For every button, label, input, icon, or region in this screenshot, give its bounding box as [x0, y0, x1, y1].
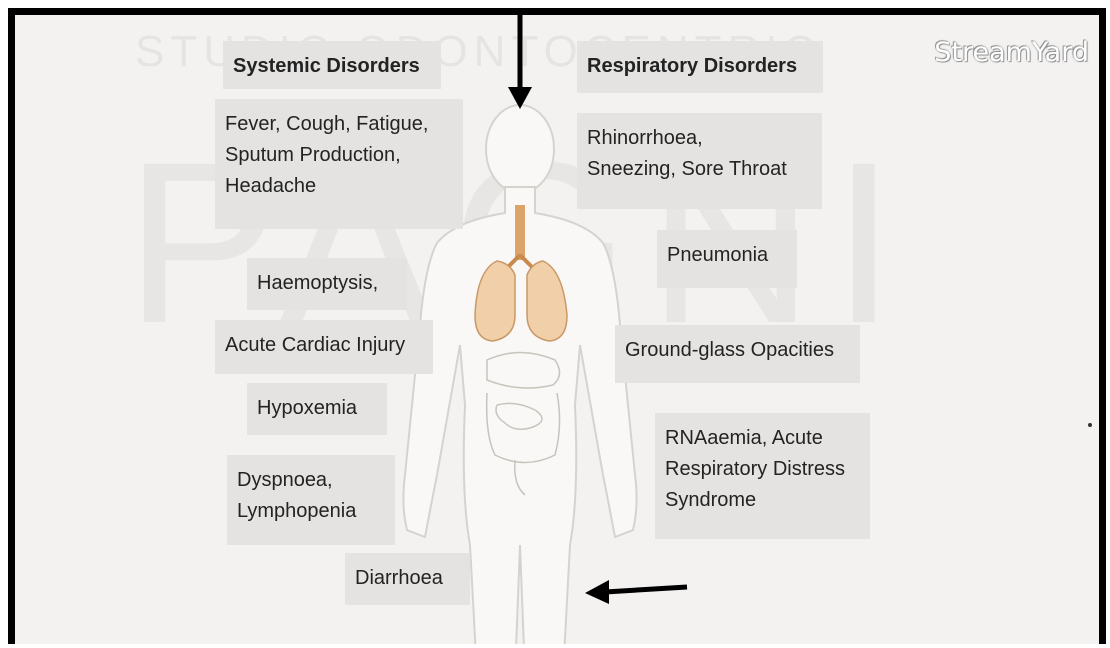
streamyard-logo: StreamYard	[934, 37, 1089, 68]
left-item-line: Headache	[225, 171, 453, 202]
speck-dot	[1088, 423, 1092, 427]
right-item-line: Sneezing, Sore Throat	[587, 154, 812, 185]
right-item-rnaaemia: RNAaemia, Acute Respiratory Distress Syn…	[655, 413, 870, 539]
left-item-hypoxemia: Hypoxemia	[247, 383, 387, 435]
left-item-symptoms: Fever, Cough, Fatigue, Sputum Production…	[215, 99, 463, 229]
down-arrow-icon	[505, 15, 535, 115]
left-item-line: Hypoxemia	[257, 393, 377, 424]
slide-frame: STUDIO ODONTOCENTRIC PAGNI St	[8, 8, 1106, 644]
left-item-line: Fever, Cough, Fatigue,	[225, 109, 453, 140]
respiratory-disorders-heading: Respiratory Disorders	[577, 41, 823, 93]
systemic-disorders-heading: Systemic Disorders	[223, 41, 441, 89]
left-item-diarrhoea: Diarrhoea	[345, 553, 470, 605]
right-item-line: Respiratory Distress	[665, 454, 860, 485]
right-item-ground-glass: Ground-glass Opacities	[615, 325, 860, 383]
right-item-line: Syndrome	[665, 485, 860, 516]
left-item-line: Sputum Production,	[225, 140, 453, 171]
right-item-pneumonia: Pneumonia	[657, 230, 797, 288]
right-item-rhinorrhoea: Rhinorrhoea, Sneezing, Sore Throat	[577, 113, 822, 209]
right-item-line: RNAaemia, Acute	[665, 423, 860, 454]
left-item-line: Dyspnoea,	[237, 465, 385, 496]
left-item-dyspnoea: Dyspnoea, Lymphopenia	[227, 455, 395, 545]
left-item-cardiac-injury: Acute Cardiac Injury	[215, 320, 433, 374]
left-item-line: Acute Cardiac Injury	[225, 330, 423, 361]
left-item-line: Diarrhoea	[355, 563, 460, 594]
right-item-line: Ground-glass Opacities	[625, 335, 850, 366]
right-item-line: Pneumonia	[667, 240, 787, 271]
left-item-haemoptysis: Haemoptysis,	[247, 258, 407, 310]
right-item-line: Rhinorrhoea,	[587, 123, 812, 154]
left-arrow-icon	[575, 575, 690, 609]
left-item-line: Haemoptysis,	[257, 268, 397, 299]
left-item-line: Lymphopenia	[237, 496, 385, 527]
